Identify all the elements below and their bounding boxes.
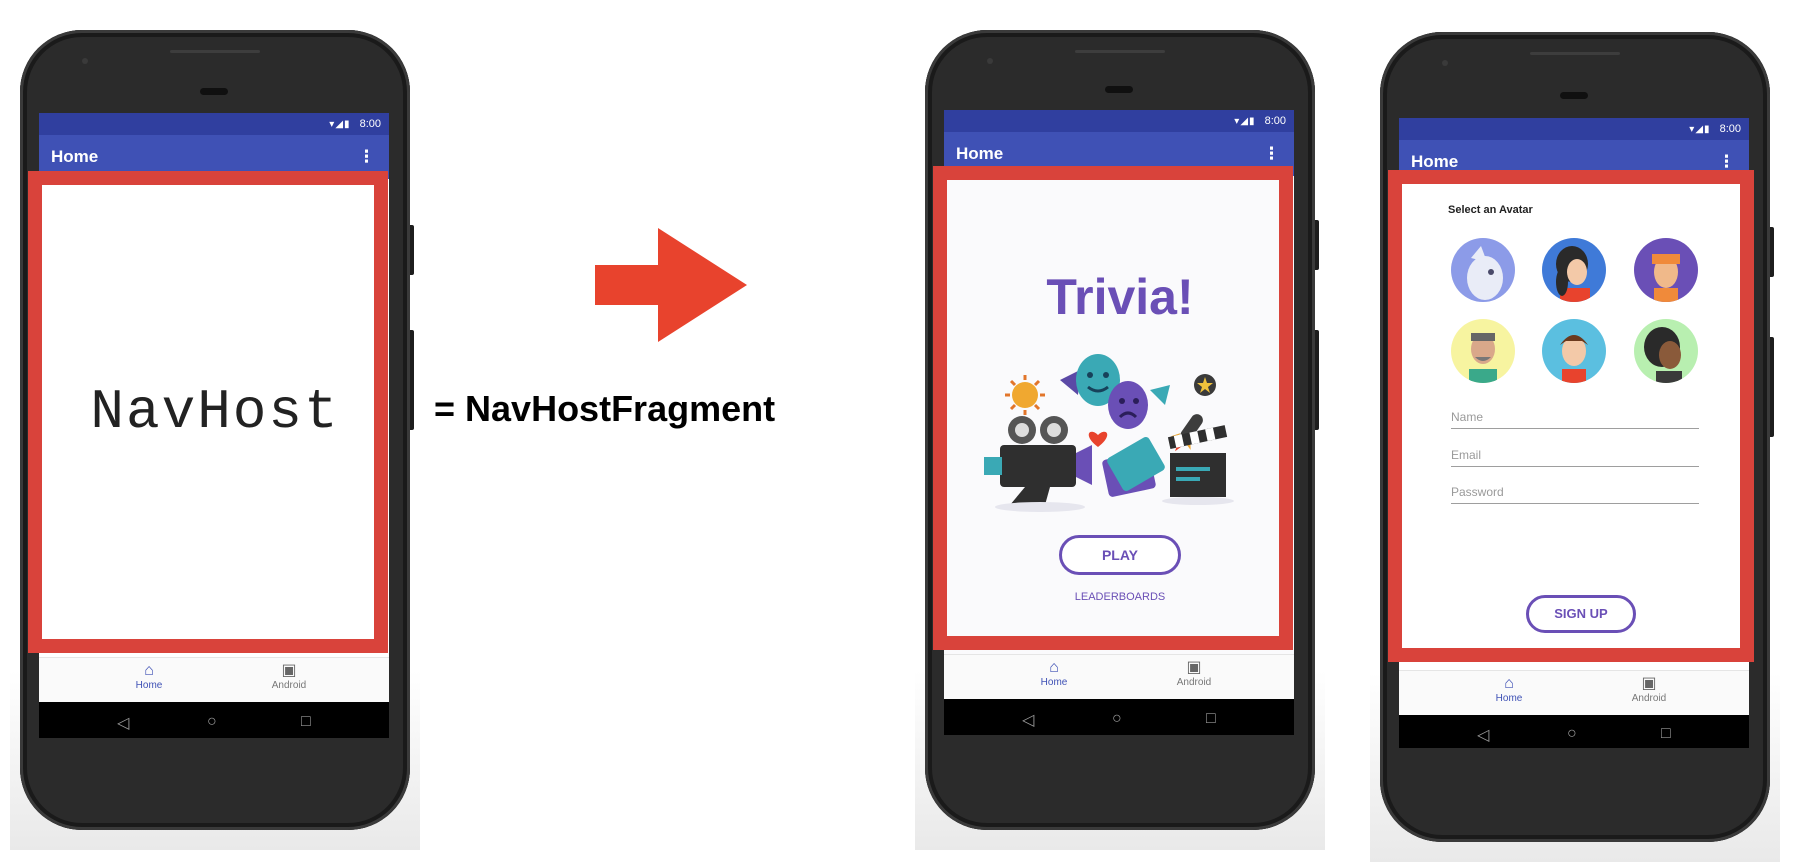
status-icons: ▾◢▮ [329,119,351,130]
home-circle-icon[interactable]: ○ [1567,725,1577,742]
phone-navhost: ▾◢▮ 8:00 Home ⋮ ⌂ Home ▣ Android ◁ ○ □ N… [10,30,420,850]
nav-label-home: Home [1040,677,1068,688]
sign-up-button[interactable]: SIGN UP [1526,595,1636,633]
overflow-menu-icon[interactable]: ⋮ [1263,144,1280,163]
nav-label-android: Android [1631,693,1667,704]
avatar-option-1[interactable] [1451,238,1515,302]
trivia-illustration [984,354,1234,512]
back-icon[interactable]: ◁ [1477,727,1490,744]
avatar-option-2[interactable] [1542,238,1606,302]
bottom-navigation: ⌂ Home ▣ Android [1399,670,1749,715]
status-time: 8:00 [1264,115,1286,127]
status-time: 8:00 [359,118,381,130]
nav-item-home[interactable]: ⌂ Home [109,662,189,691]
nav-label-android: Android [1176,677,1212,688]
status-bar: ▾◢▮ 8:00 [1399,118,1749,140]
play-button[interactable]: PLAY [1059,535,1181,575]
status-icons: ▾◢▮ [1689,124,1711,135]
android-icon: ▣ [1186,659,1202,676]
phone-screen: ▾◢▮ 8:00 Home ⋮ ⌂ Home ▣ Android ◁ ○ □ [39,113,389,738]
password-field[interactable]: Password [1451,485,1699,504]
status-icons: ▾◢▮ [1234,116,1256,127]
back-icon[interactable]: ◁ [117,715,130,732]
nav-label-home: Home [135,680,163,691]
avatar-option-6[interactable] [1634,319,1698,383]
navhost-frame [933,166,1293,650]
nav-item-home[interactable]: ⌂ Home [1014,659,1094,688]
email-field[interactable]: Email [1451,448,1699,467]
nav-item-android[interactable]: ▣ Android [1609,675,1689,704]
bottom-navigation: ⌂ Home ▣ Android [39,657,389,702]
name-field[interactable]: Name [1451,410,1699,429]
status-bar: ▾◢▮ 8:00 [39,113,389,135]
home-icon: ⌂ [1049,659,1059,676]
home-circle-icon[interactable]: ○ [207,713,217,730]
avatar-option-4[interactable] [1451,319,1515,383]
recents-icon[interactable]: □ [301,713,311,730]
trivia-title: Trivia! [1046,269,1194,325]
navhost-label: NavHost [90,380,340,444]
overflow-menu-icon[interactable]: ⋮ [1718,152,1735,171]
avatar-option-3[interactable] [1634,238,1698,302]
nav-item-android[interactable]: ▣ Android [1154,659,1234,688]
system-navigation: ◁ ○ □ [944,700,1294,735]
system-navigation: ◁ ○ □ [1399,715,1749,748]
status-time: 8:00 [1719,123,1741,135]
system-navigation: ◁ ○ □ [39,703,389,738]
phone-trivia: ▾◢▮ 8:00 Home ⋮ ⌂ Home ▣ Android ◁ ○ □ T… [915,30,1325,850]
app-bar-title: Home [51,147,99,166]
app-bar-title: Home [1411,152,1459,171]
android-icon: ▣ [1641,675,1657,692]
leaderboards-link[interactable]: LEADERBOARDS [1074,591,1166,603]
recents-icon[interactable]: □ [1206,710,1216,727]
recents-icon[interactable]: □ [1661,725,1671,742]
navhost-frame [28,171,388,653]
nav-label-home: Home [1495,693,1523,704]
content-area [39,179,389,657]
app-bar-title: Home [956,144,1004,163]
home-icon: ⌂ [1504,675,1514,692]
bottom-navigation: ⌂ Home ▣ Android [944,654,1294,699]
overflow-menu-icon[interactable]: ⋮ [358,147,375,166]
navhostfragment-label: = NavHostFragment [434,388,776,429]
android-icon: ▣ [281,662,297,679]
navhost-frame [1388,170,1754,662]
back-icon[interactable]: ◁ [1022,712,1035,729]
avatar-option-5[interactable] [1542,319,1606,383]
phone-signup: ▾◢▮ 8:00 Home ⋮ ⌂ Home ▣ Android ◁ ○ □ S… [1370,32,1780,862]
select-avatar-label: Select an Avatar [1448,204,1533,216]
status-bar: ▾◢▮ 8:00 [944,110,1294,132]
home-icon: ⌂ [144,662,154,679]
nav-label-android: Android [271,680,307,691]
nav-item-android[interactable]: ▣ Android [249,662,329,691]
home-circle-icon[interactable]: ○ [1112,710,1122,727]
arrow-right-icon [595,228,747,342]
nav-item-home[interactable]: ⌂ Home [1469,675,1549,704]
